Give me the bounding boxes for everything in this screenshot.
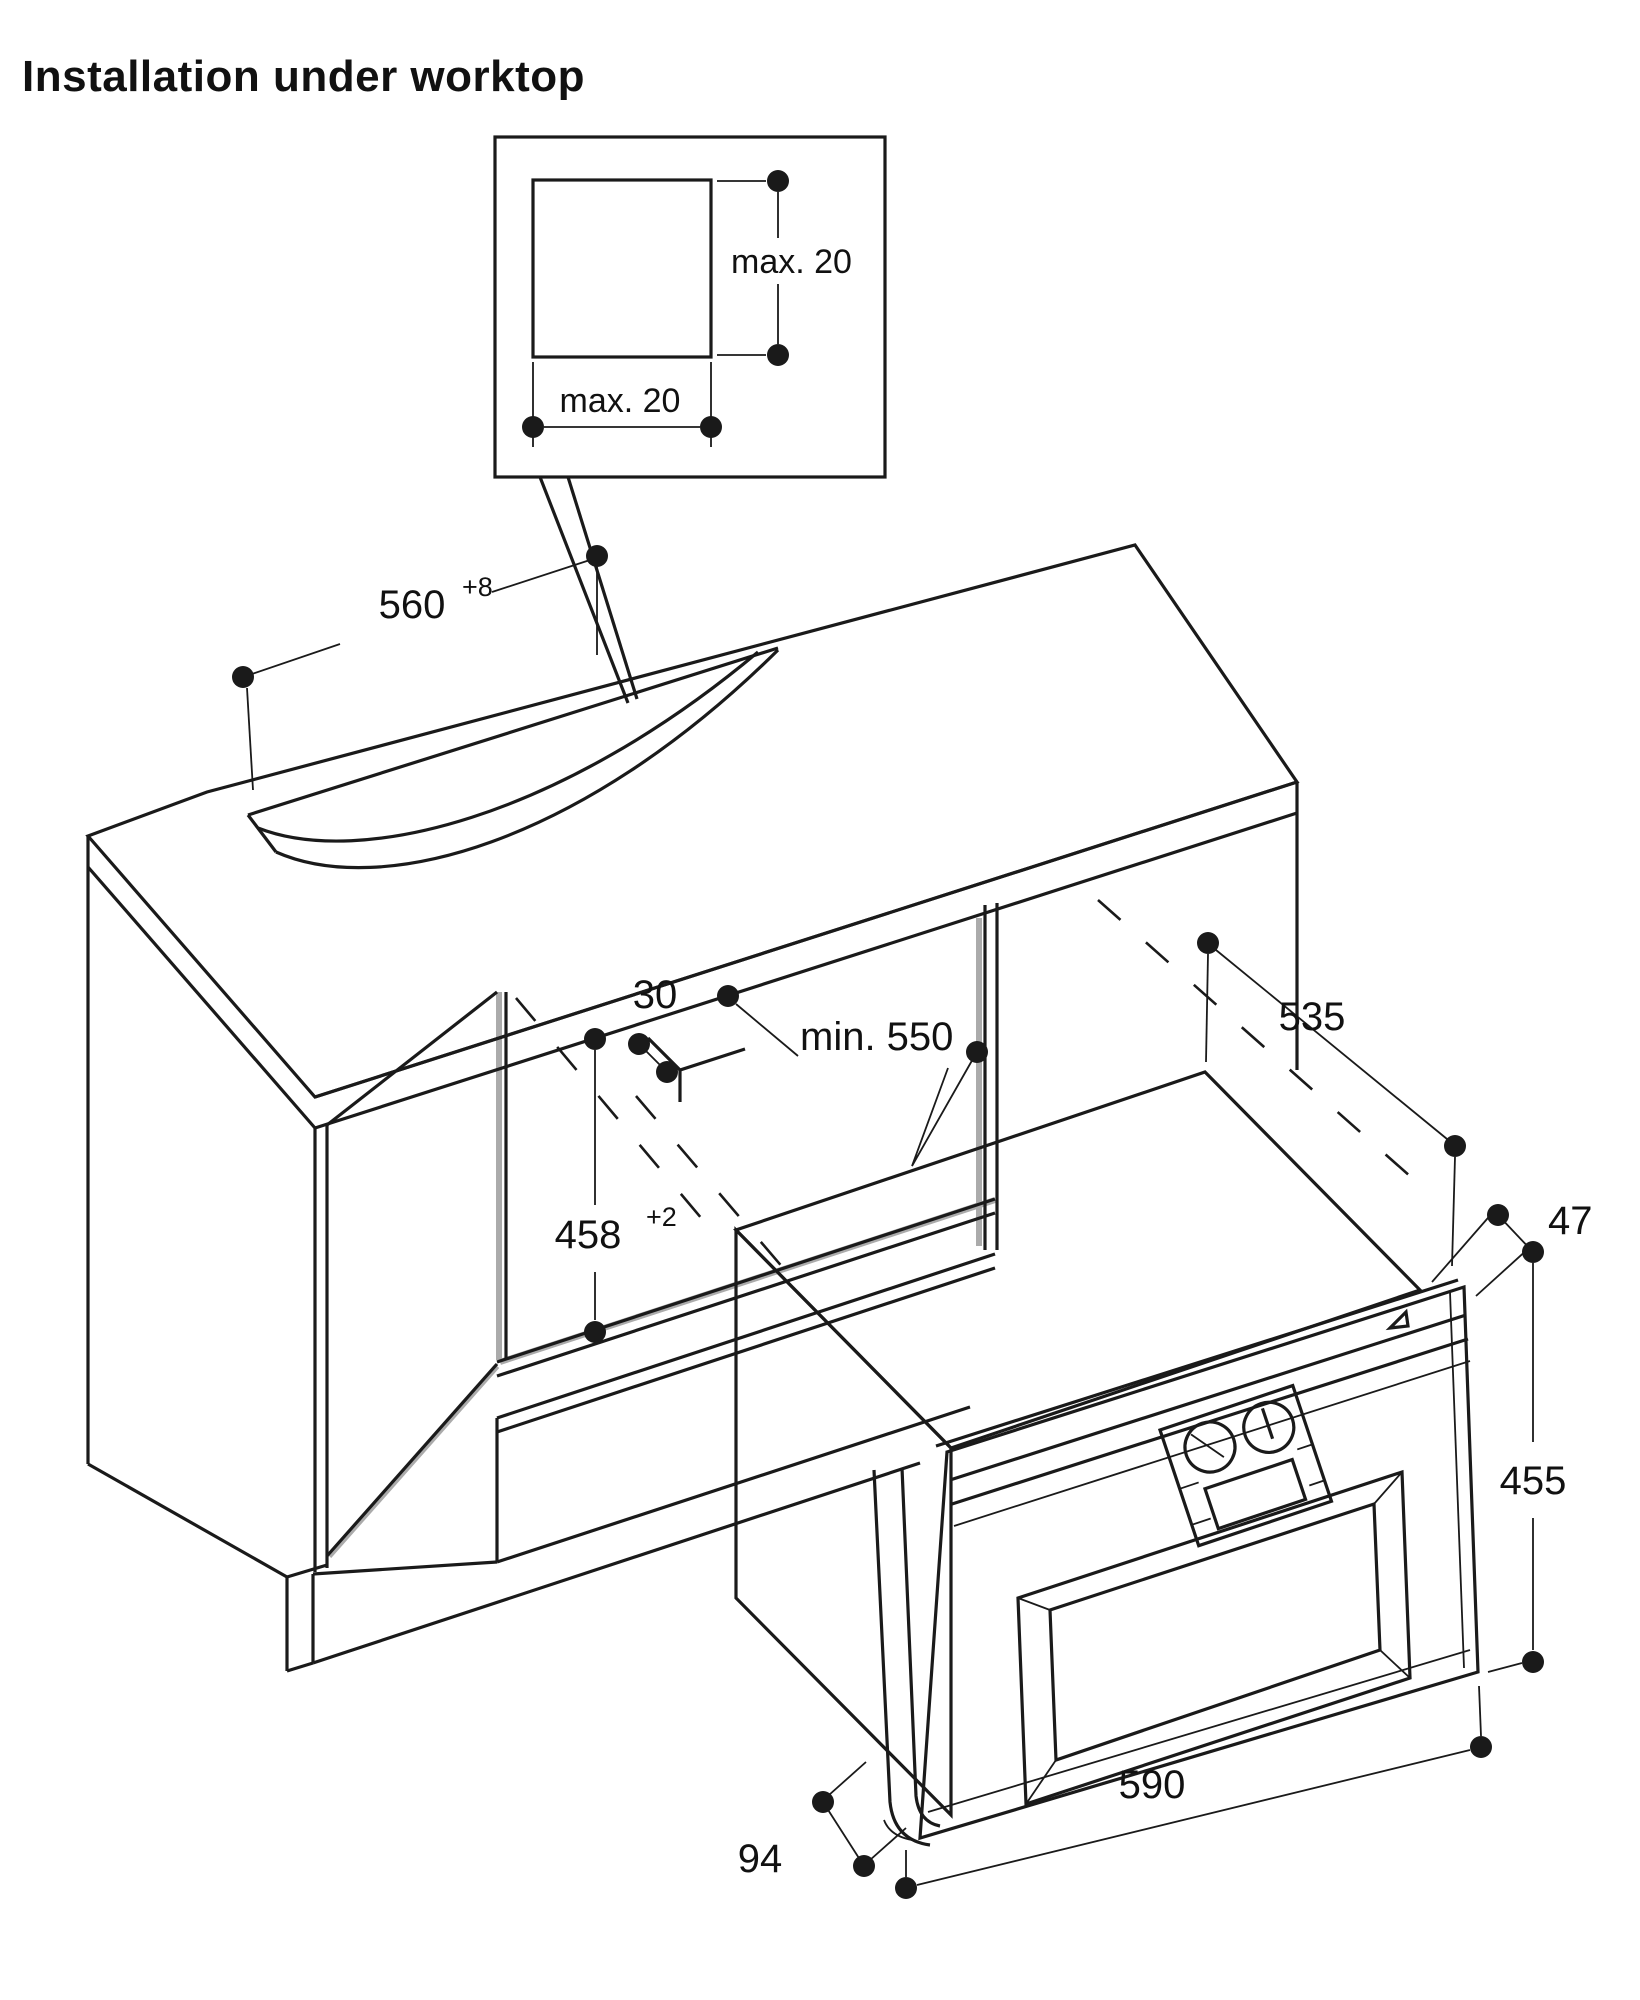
inset-vertical-label: max. 20 bbox=[731, 243, 852, 281]
niche-height-tolerance: +2 bbox=[646, 1202, 677, 1232]
cabinet-drawing bbox=[85, 543, 1429, 1673]
dim-frame-overhang: 47 bbox=[1431, 1199, 1593, 1297]
worktop-top-face bbox=[85, 543, 1300, 1099]
inset-square bbox=[531, 178, 713, 359]
oven-left-face bbox=[734, 1226, 953, 1819]
inset-detail: max. 20 max. 20 bbox=[493, 135, 887, 704]
worktop-slab-edges bbox=[86, 780, 1299, 1130]
oven-knob-left bbox=[1183, 1420, 1237, 1474]
oven-drawing bbox=[733, 1070, 1480, 1847]
inset-dim-vertical: max. 20 bbox=[717, 170, 852, 366]
frame-overhang-label: 47 bbox=[1548, 1199, 1593, 1243]
inset-callout bbox=[538, 476, 639, 704]
niche-depth-label: min. 550 bbox=[800, 1015, 953, 1059]
cutout-width-label: 560 bbox=[379, 583, 446, 627]
inset-dim-horizontal: max. 20 bbox=[522, 362, 722, 447]
cabinet-body bbox=[86, 813, 1299, 1673]
oven-control-panel bbox=[1157, 1383, 1334, 1548]
dim-appliance-width: 590 bbox=[895, 1685, 1492, 1899]
worktop-cutout bbox=[246, 646, 780, 870]
page-title: Installation under worktop bbox=[22, 52, 586, 101]
handle-clearance-label: 94 bbox=[738, 1837, 783, 1881]
oven-top-face bbox=[733, 1070, 1423, 1450]
inset-horizontal-label: max. 20 bbox=[560, 382, 681, 420]
appliance-depth-label: 535 bbox=[1279, 995, 1346, 1039]
dim-appliance-depth: 535 bbox=[1197, 932, 1466, 1267]
dim-handle-clearance: 94 bbox=[738, 1761, 907, 1881]
dim-niche-height: 458 +2 bbox=[555, 1028, 677, 1343]
dim-cutout-width: 560 +8 bbox=[232, 545, 608, 791]
oven-handle bbox=[872, 1467, 941, 1847]
appliance-height-label: 455 bbox=[1500, 1459, 1567, 1503]
niche-height-label: 458 bbox=[555, 1213, 622, 1257]
hidden-edges-dashed bbox=[515, 899, 1429, 1277]
dim-appliance-height: 455 bbox=[1487, 1263, 1567, 1673]
dim-niche-depth: min. 550 bbox=[717, 985, 988, 1167]
appliance-width-label: 590 bbox=[1119, 1763, 1186, 1807]
oven-knob-right bbox=[1242, 1400, 1296, 1454]
oven-display bbox=[1202, 1457, 1308, 1531]
front-offset-label: 30 bbox=[633, 973, 678, 1017]
oven-door bbox=[918, 1278, 1480, 1841]
inset-box bbox=[493, 135, 887, 479]
cutout-width-tolerance: +8 bbox=[462, 572, 493, 602]
cabinet-dimensions: 560 +8 30 min. 550 bbox=[232, 545, 988, 1343]
dim-front-offset: 30 bbox=[628, 973, 678, 1083]
oven-dimensions: 535 47 455 bbox=[738, 932, 1593, 1899]
